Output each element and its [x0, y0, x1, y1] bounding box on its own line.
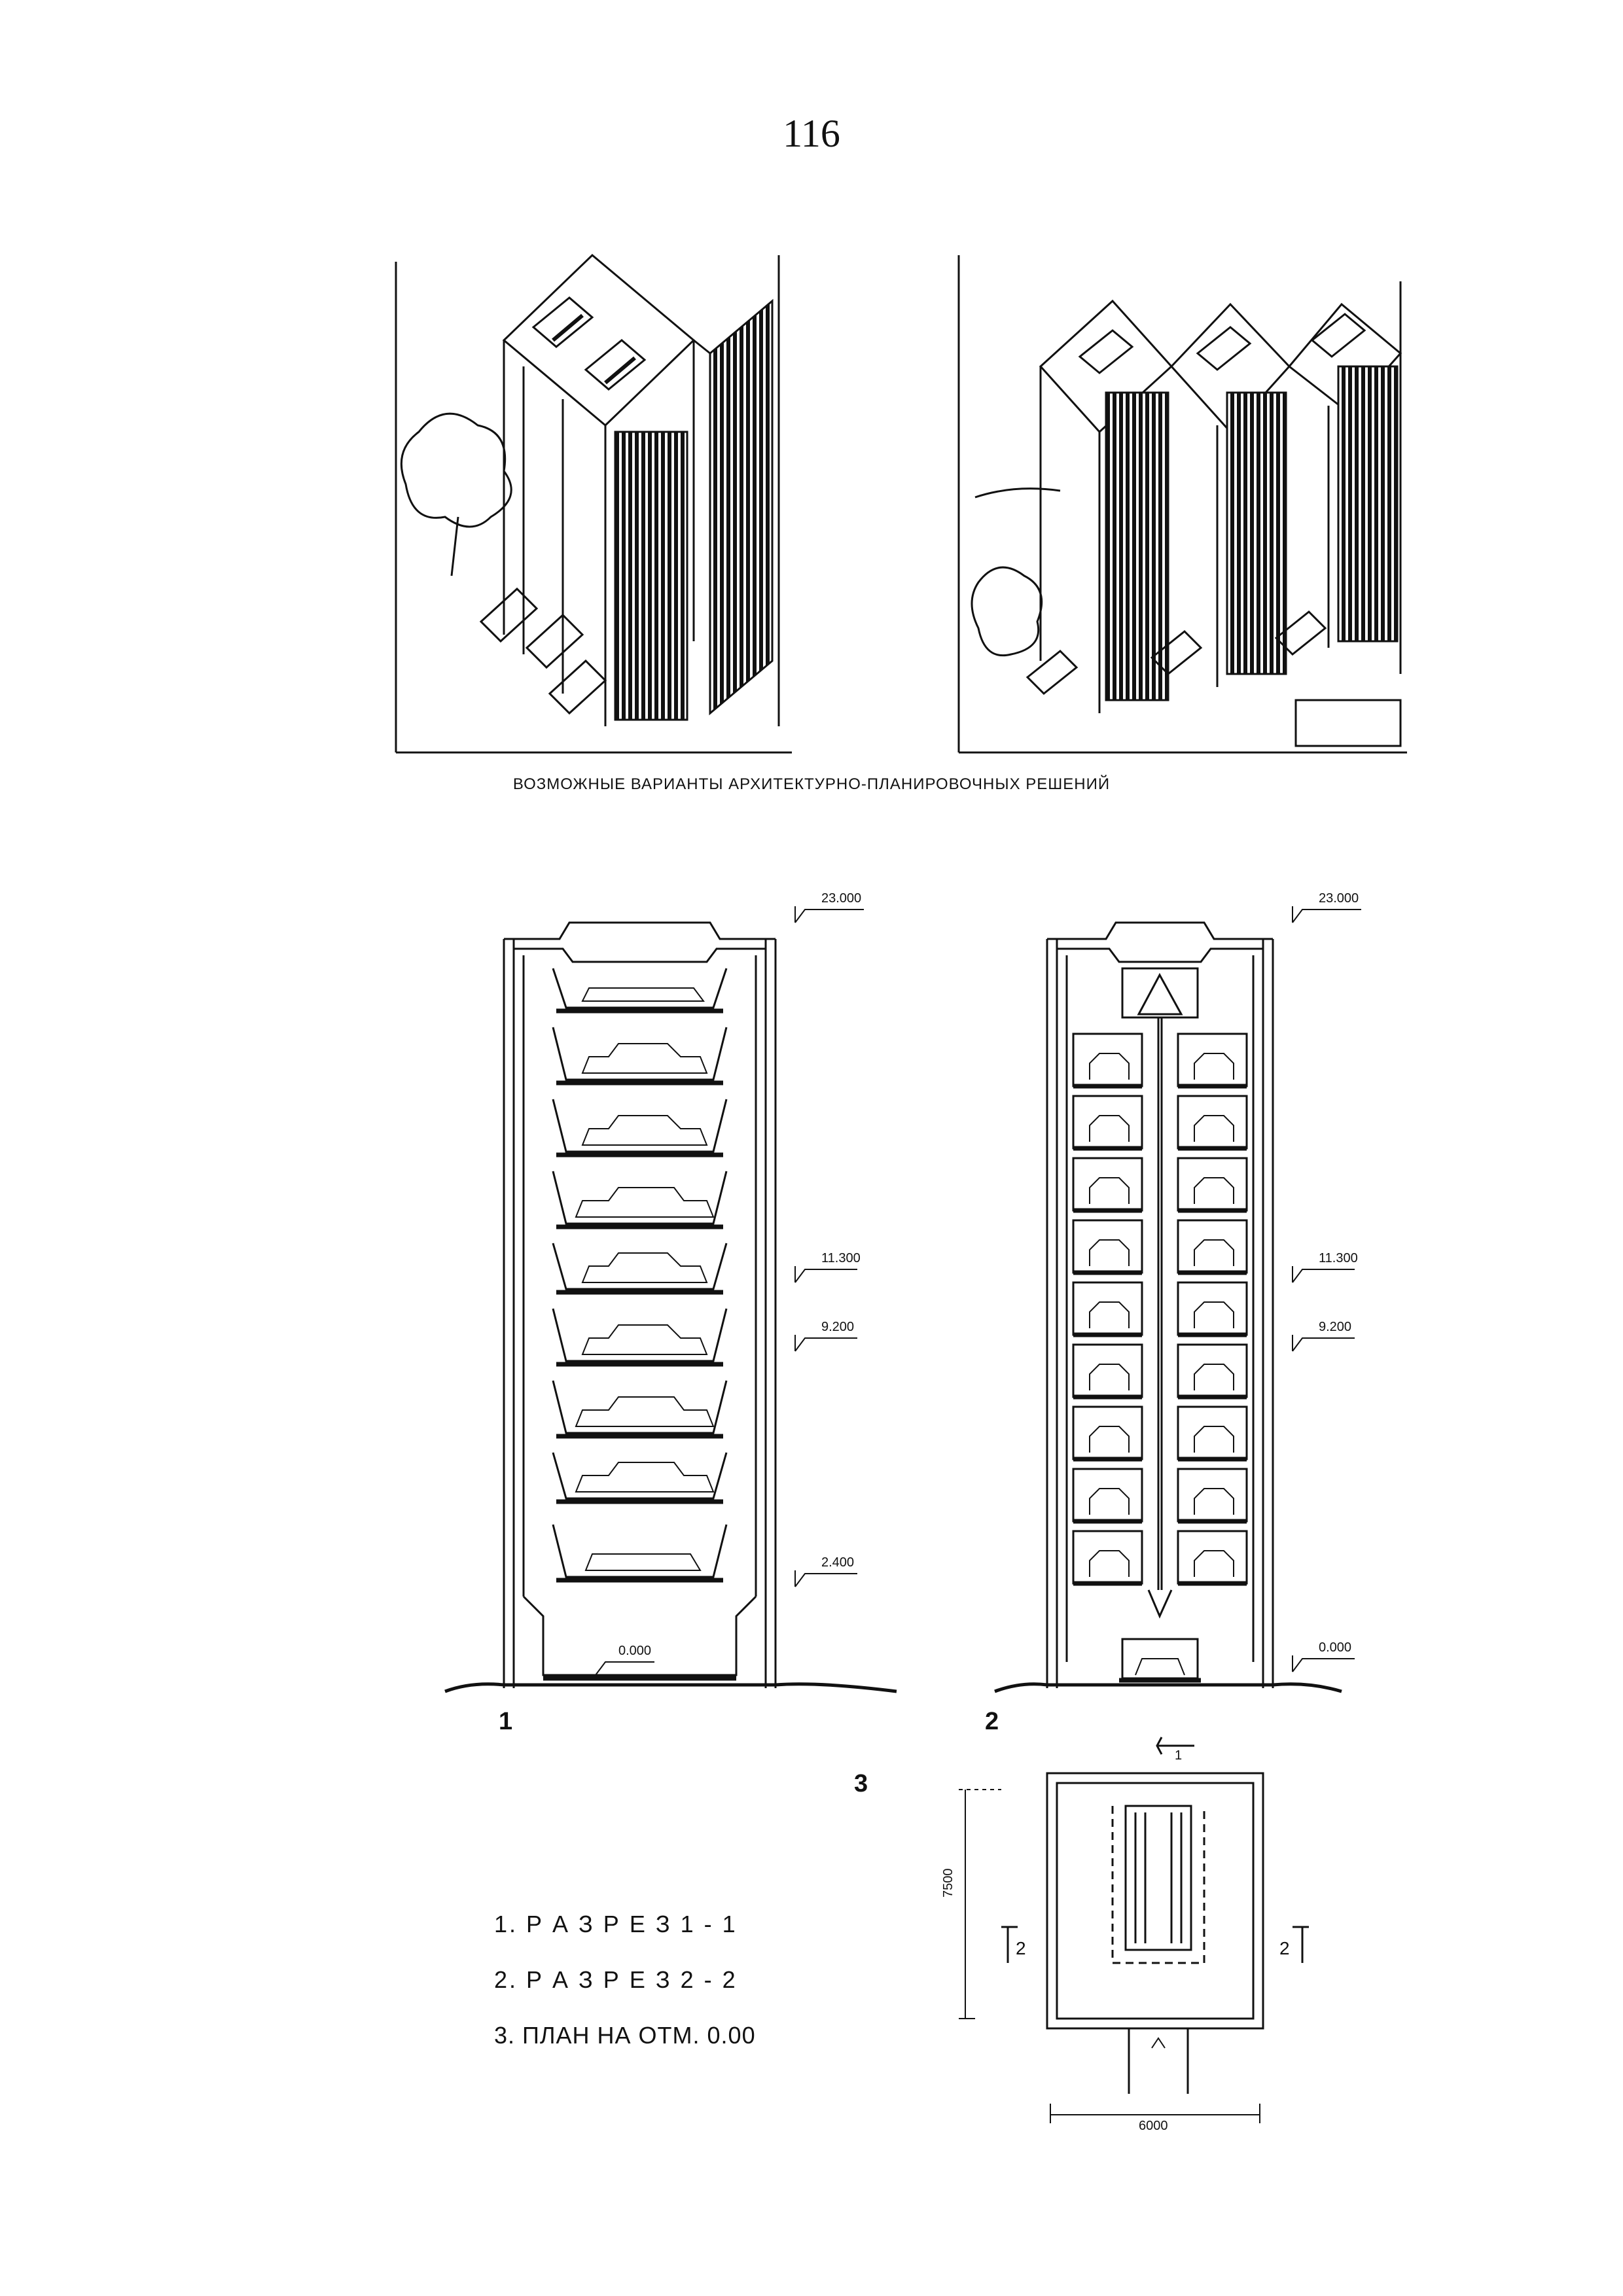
figure-number-3: 3	[854, 1770, 868, 1797]
level-label-2400: 2.400	[821, 1555, 855, 1570]
figure-number-2: 2	[985, 1708, 999, 1735]
figure-number-1: 1	[499, 1708, 513, 1735]
dimension-depth: 7500	[941, 1868, 955, 1898]
page-number: 116	[783, 112, 840, 155]
perspective-view-1	[395, 253, 792, 754]
dimension-lines	[959, 1789, 1260, 2123]
cars-section-1	[575, 987, 715, 1571]
legend-item-3: 3. ПЛАН НА ОТМ. 0.00	[494, 2022, 756, 2049]
level-label-9200: 9.200	[821, 1320, 855, 1334]
plan-0-00	[959, 1737, 1309, 2123]
level-label-11300: 11.300	[1319, 1251, 1358, 1265]
cut-label-2-right: 2	[1279, 1938, 1290, 1958]
level-label-9200: 9.200	[1319, 1320, 1352, 1334]
legend-item-2: 2. Р А З Р Е З 2 - 2	[494, 1966, 738, 1993]
figure-caption: ВОЗМОЖНЫЕ ВАРИАНТЫ АРХИТЕКТУРНО-ПЛАНИРОВ…	[512, 775, 1111, 793]
section-1-1	[444, 906, 897, 1693]
stall-floors	[1073, 1084, 1247, 1586]
cut-label-2-left: 2	[1016, 1938, 1026, 1958]
level-label-0000: 0.000	[618, 1644, 652, 1658]
level-marks-section-2	[1292, 906, 1361, 1672]
level-label-23000: 23.000	[821, 891, 862, 906]
section-2-2	[994, 906, 1361, 1693]
level-label-23000: 23.000	[1319, 891, 1359, 906]
level-label-0000: 0.000	[1319, 1640, 1352, 1655]
level-label-11300: 11.300	[821, 1251, 861, 1265]
perspective-view-2	[957, 255, 1407, 754]
cut-label-1: 1	[1175, 1748, 1183, 1763]
legend-item-1: 1. Р А З Р Е З 1 - 1	[494, 1911, 738, 1937]
car-fronts-section-2	[1089, 1053, 1234, 1577]
level-marks-section-1	[595, 906, 864, 1676]
cut-marks	[1001, 1737, 1309, 1963]
dimension-width: 6000	[1139, 2119, 1168, 2133]
parking-trays-section-1	[552, 968, 728, 1583]
